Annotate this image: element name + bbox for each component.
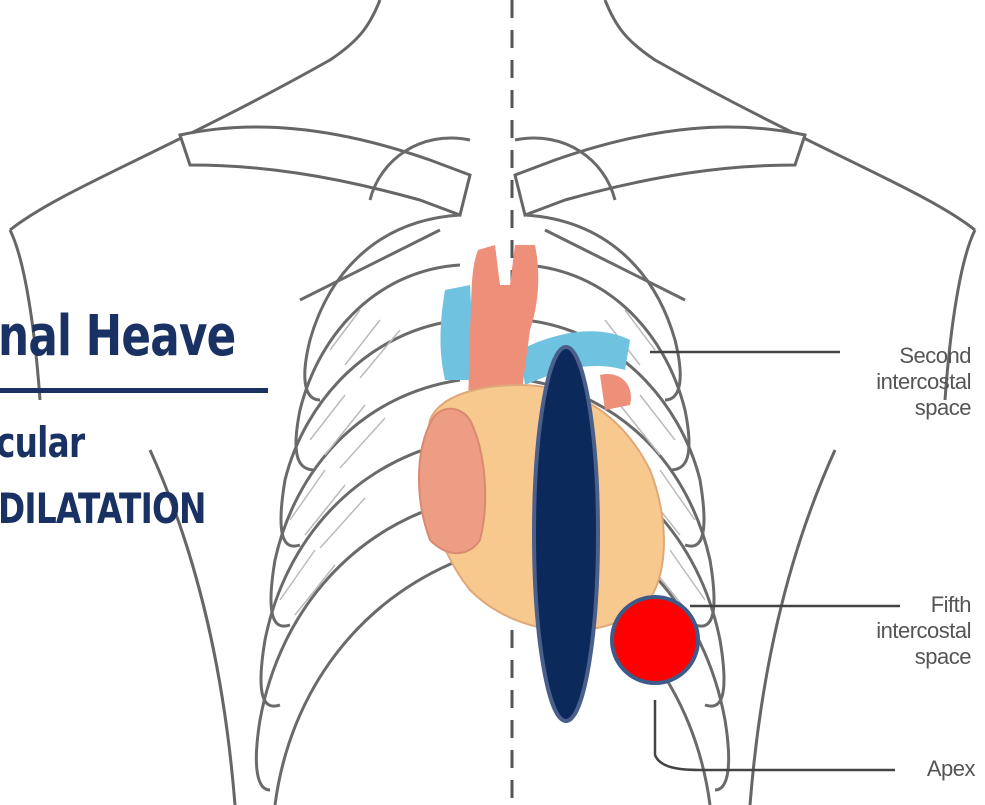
label-second-line3: space — [876, 395, 971, 421]
label-fifth-line2: intercostal — [876, 618, 971, 644]
slide-heading: nal Heave — [0, 304, 235, 369]
heading-underline — [0, 388, 268, 393]
slide-subheading-line2: DILATATION — [0, 484, 206, 533]
label-second-intercostal: Second intercostal space — [876, 343, 971, 421]
label-apex: Apex — [927, 756, 975, 782]
leader-lines — [650, 352, 900, 770]
apex-red-marker — [612, 597, 698, 683]
right-atrium — [419, 409, 485, 553]
label-second-line1: Second — [876, 343, 971, 369]
left-auricle — [600, 374, 631, 410]
navy-oval-marker — [534, 347, 598, 721]
label-fifth-line3: space — [876, 644, 971, 670]
label-fifth-intercostal: Fifth intercostal space — [876, 592, 971, 670]
clavicles — [180, 127, 805, 215]
label-second-line2: intercostal — [876, 369, 971, 395]
label-fifth-line1: Fifth — [876, 592, 971, 618]
slide-subheading-line1: cular — [0, 418, 84, 467]
